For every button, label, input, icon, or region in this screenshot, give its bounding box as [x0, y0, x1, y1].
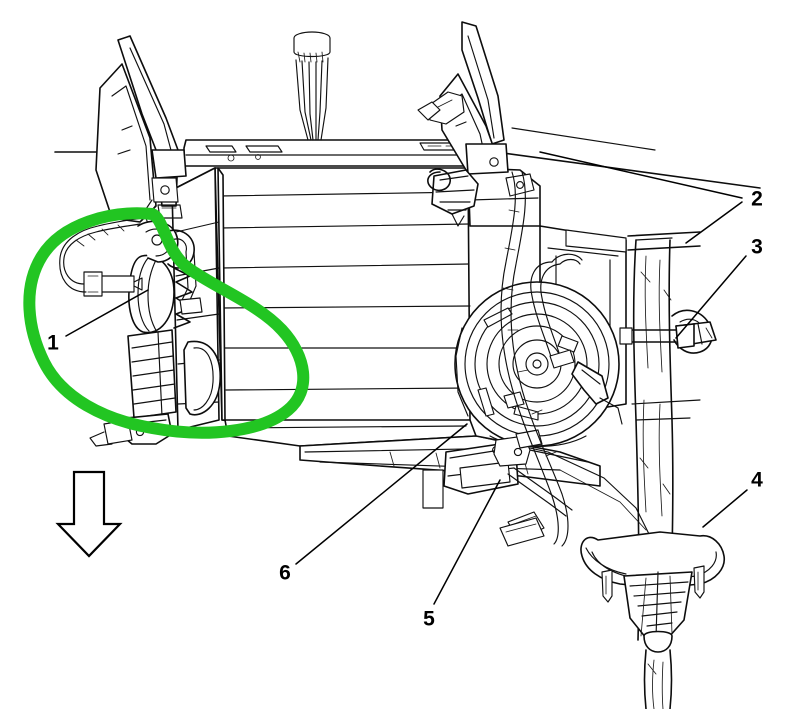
callout-labels: 1 2 3 4 5 6 [47, 188, 763, 631]
green-highlight-loop [23, 207, 310, 439]
callout-label-5: 5 [423, 608, 435, 631]
cable-bundle-grommet-top [293, 31, 331, 141]
actuator-motor [59, 217, 221, 447]
left-mounting-bracket [95, 35, 187, 229]
rubber-grommet-boot [580, 531, 725, 709]
callout-label-1: 1 [47, 332, 59, 355]
blower-motor-assembly [454, 281, 623, 447]
callout-label-3: 3 [751, 236, 763, 259]
down-arrow [55, 470, 123, 558]
wiring-harness-main [499, 171, 583, 547]
callout-label-4: 4 [751, 469, 763, 492]
callout-label-2: 2 [751, 188, 763, 211]
right-mounting-bracket [417, 21, 535, 227]
callout-label-6: 6 [279, 562, 291, 585]
callout-leaders [65, 151, 748, 605]
